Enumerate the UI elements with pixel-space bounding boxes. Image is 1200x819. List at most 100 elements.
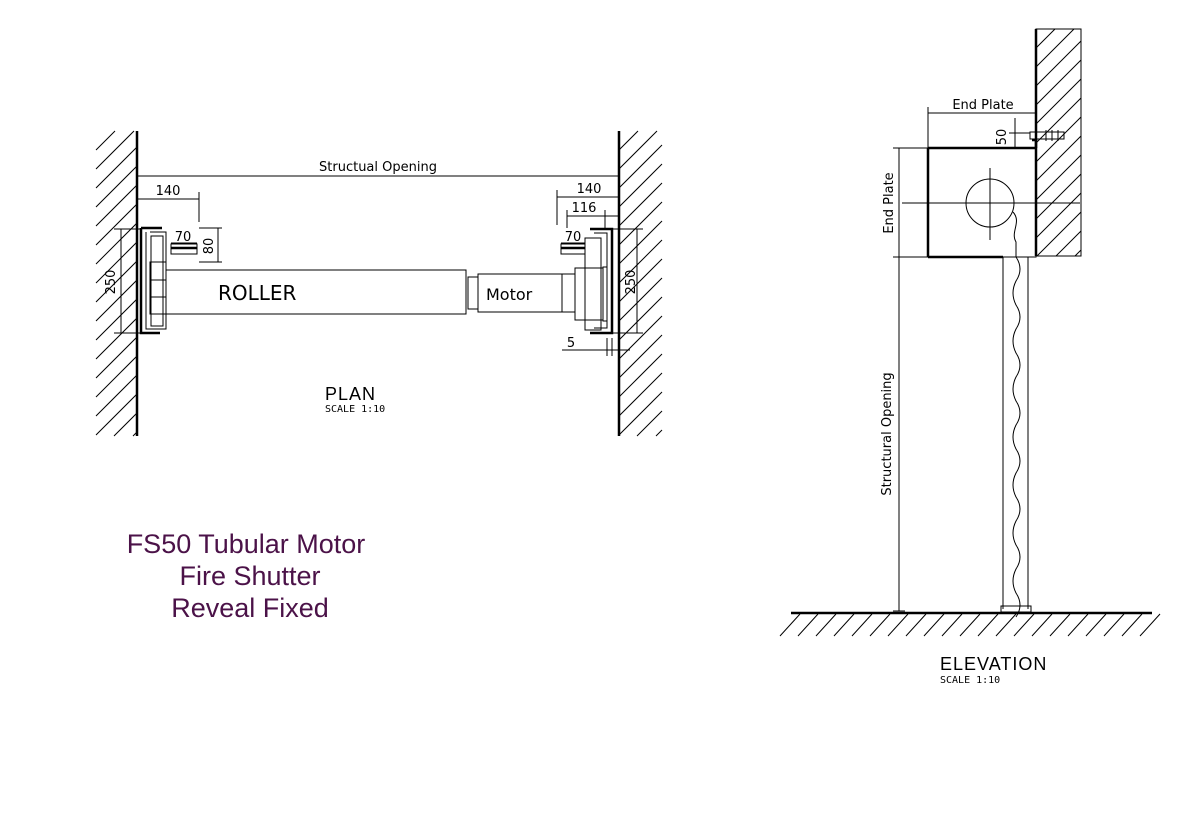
title-line-1: FS50 Tubular Motor [127,529,366,559]
plan-dim-right-140: 140 [556,182,619,225]
hatch-line [618,372,663,417]
floor-hatch-line [869,613,891,637]
floor-hatch-line [833,613,855,637]
elevation-end-plate [902,138,1080,259]
hatch-line [618,277,663,322]
floor-hatch-line [797,613,819,637]
floor-hatch-line [959,613,981,637]
hatch-line [618,130,658,170]
plan-right-bracket: 70 [560,227,614,335]
hatch-line [95,260,138,303]
hatch-line [1035,192,1082,239]
plan-dim-right-70-text: 70 [565,230,582,245]
hatch-line [95,241,138,284]
elevation-dim-end-plate-side: End Plate [882,147,928,258]
elevation-guide-rail [1000,211,1032,618]
floor-hatch-line [941,613,963,637]
elevation-dim-50-text: 50 [995,129,1010,146]
hatch-line [618,353,663,398]
hatch-line [95,355,138,398]
hatch-line [618,391,663,436]
hatch-line [1074,249,1082,257]
floor-hatch-line [977,613,999,637]
plan-opening-dimension: Structual Opening [136,160,620,182]
elevation-view: End Plate 50 End Plate Structural Openin… [779,28,1161,686]
hatch-line [1035,154,1082,201]
hatch-line [95,222,138,265]
hatch-line [618,239,663,284]
hatch-line [95,130,135,170]
plan-roller-tube: ROLLER [165,269,467,315]
plan-dim-80-text: 80 [202,238,217,255]
hatch-line [618,163,663,208]
plan-scale: SCALE 1:10 [325,404,385,415]
hatch-line [95,393,138,436]
floor-hatch-line [995,613,1017,637]
floor-hatch-line [923,613,945,637]
hatch-line [1036,211,1082,257]
floor-hatch-line [887,613,909,637]
hatch-line [655,429,663,437]
elevation-dim-opening: Structural Opening [880,257,905,612]
hatch-line [95,298,138,341]
elevation-dim-end-plate-top: End Plate [927,98,1037,148]
hatch-line [1035,78,1082,125]
hatch-line [636,410,663,437]
plan-motor: Motor [467,273,576,313]
elevation-dim-50: 50 [995,118,1030,148]
plan-dim-left-140-text: 140 [156,184,181,199]
plan-motor-label: Motor [486,285,533,304]
floor-hatch-line [1049,613,1071,637]
plan-left-wall [95,130,139,437]
hatch-line [95,374,138,417]
elevation-scale: SCALE 1:10 [940,675,1000,686]
floor-hatch-line [1085,613,1107,637]
floor-hatch-line [1139,613,1161,637]
elevation-floor [779,611,1161,637]
floor-hatch-line [1067,613,1089,637]
hatch-line [618,144,663,189]
floor-hatch-line [1103,613,1125,637]
elevation-view-title: ELEVATION [940,654,1047,674]
plan-dim-116-text: 116 [572,201,597,216]
elevation-end-plate-top-label: End Plate [952,98,1013,113]
plan-dim-left-140: 140 [137,184,200,222]
plan-left-plate: 70 80 [170,227,222,263]
floor-hatch-line [905,613,927,637]
hatch-line [95,184,138,227]
elevation-opening-label: Structural Opening [880,372,895,495]
plan-dim-116: 116 [566,201,619,228]
drawing-title: FS50 Tubular Motor Fire Shutter Reveal F… [127,529,366,623]
hatch-line [1035,59,1082,106]
hatch-line [618,130,639,151]
hatch-line [95,130,116,151]
plan-opening-label: Structual Opening [319,160,437,175]
hatch-line [95,317,138,360]
plan-dim-left-250-text: 250 [104,270,119,295]
plan-view: Structual Opening 140 140 116 [95,130,663,437]
plan-dim-5: 5 [562,336,630,356]
title-line-2: Fire Shutter [179,561,320,591]
floor-hatch-line [1013,613,1035,637]
hatch-line [95,165,138,208]
title-line-3: Reveal Fixed [171,593,329,623]
floor-hatch-line [779,613,801,637]
plan-left-bracket [139,226,167,335]
hatch-line [1035,40,1082,87]
floor-hatch-line [815,613,837,637]
elevation-fixing-bolt [1029,130,1065,141]
hatch-line [95,146,138,189]
hatch-line [618,258,663,303]
hatch-line [1035,135,1082,182]
hatch-line [618,296,663,341]
floor-hatch-line [1121,613,1143,637]
hatch-line [1055,230,1082,257]
hatch-line [95,203,138,246]
plan-view-title: PLAN [325,384,376,404]
hatch-line [113,412,138,437]
hatch-line [618,334,663,379]
hatch-line [95,279,138,322]
plan-dim-right-140-text: 140 [577,182,602,197]
hatch-line [132,431,138,437]
